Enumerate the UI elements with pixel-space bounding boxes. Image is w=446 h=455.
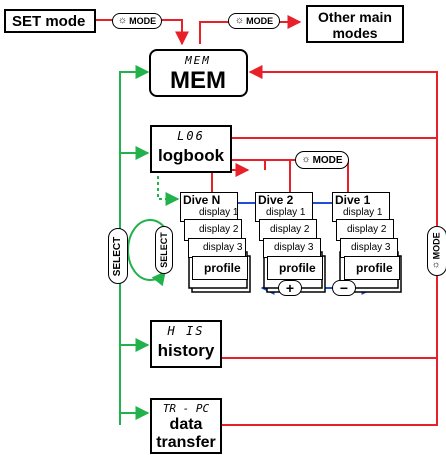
plus-icon: + [278,280,302,296]
mode-pill-top-right: ☼MODE [228,13,280,29]
logbook-box: L06 logbook [150,125,232,173]
logbook-lcd: L06 [177,129,205,143]
display-3-box: display 3 [188,238,246,258]
mode-pill-right: ☼MODE [427,226,446,276]
display-1: display 1 [343,207,383,218]
display-3-box: display 3 [263,238,321,258]
mem-label: MEM [170,67,226,94]
sun-icon: ☼ [234,15,245,26]
mode-label-vertical: ☼MODE [431,232,443,270]
set-mode-box: SET mode [4,9,96,33]
profile-label: profile [279,261,316,275]
minus-icon: − [332,280,356,296]
dive-title-box: Dive 1 display 1 [332,192,390,222]
data-label: data [169,416,203,433]
mem-lcd: MEM [185,54,211,67]
history-label: history [157,341,215,360]
transfer-label: transfer [156,434,216,451]
profile-box: profile [192,256,248,280]
select-pill-left: SELECT [108,228,128,284]
history-lcd: H IS [167,324,205,338]
profile-label: profile [356,261,393,275]
dive-title: Dive N [183,193,221,207]
dive-title: Dive 1 [335,193,371,207]
display-3: display 3 [274,242,314,253]
profile-box: profile [344,256,400,280]
other-modes-box: Other main modes [306,5,404,43]
data-transfer-box: TR - PC data transfer [150,398,222,454]
dive-title: Dive 2 [258,193,294,207]
green-lines [119,65,180,425]
dive-title-box: Dive N display 1 [180,192,238,222]
mem-box: MEM MEM [149,49,248,97]
profile-box: profile [267,256,323,280]
mode-label: MODE [312,154,343,166]
mode-pill-top-left: ☼MODE [112,13,162,29]
profile-label: profile [204,261,241,275]
display-2: display 2 [199,224,239,235]
mode-pill-dives: ☼MODE [295,151,349,169]
mode-label: MODE [432,232,443,260]
dive-title-box: Dive 2 display 1 [255,192,313,222]
display-1: display 1 [266,207,306,218]
display-3: display 3 [203,242,243,253]
data-transfer-lcd: TR - PC [162,402,210,415]
select-pill-inner: SELECT [155,226,173,274]
display-3: display 3 [351,242,391,253]
select-label: SELECT [159,232,170,268]
mode-label: MODE [246,16,274,26]
history-box: H IS history [150,320,222,368]
sun-icon: ☼ [431,260,443,270]
red-lines [96,15,438,426]
display-3-box: display 3 [340,238,398,258]
display-2: display 2 [347,224,387,235]
sun-icon: ☼ [301,154,311,165]
display-1: display 1 [199,207,239,218]
select-label: SELECT [112,236,124,276]
mode-label: MODE [129,16,157,26]
display-2: display 2 [270,224,310,235]
logbook-label: logbook [157,146,225,165]
sun-icon: ☼ [117,15,128,26]
